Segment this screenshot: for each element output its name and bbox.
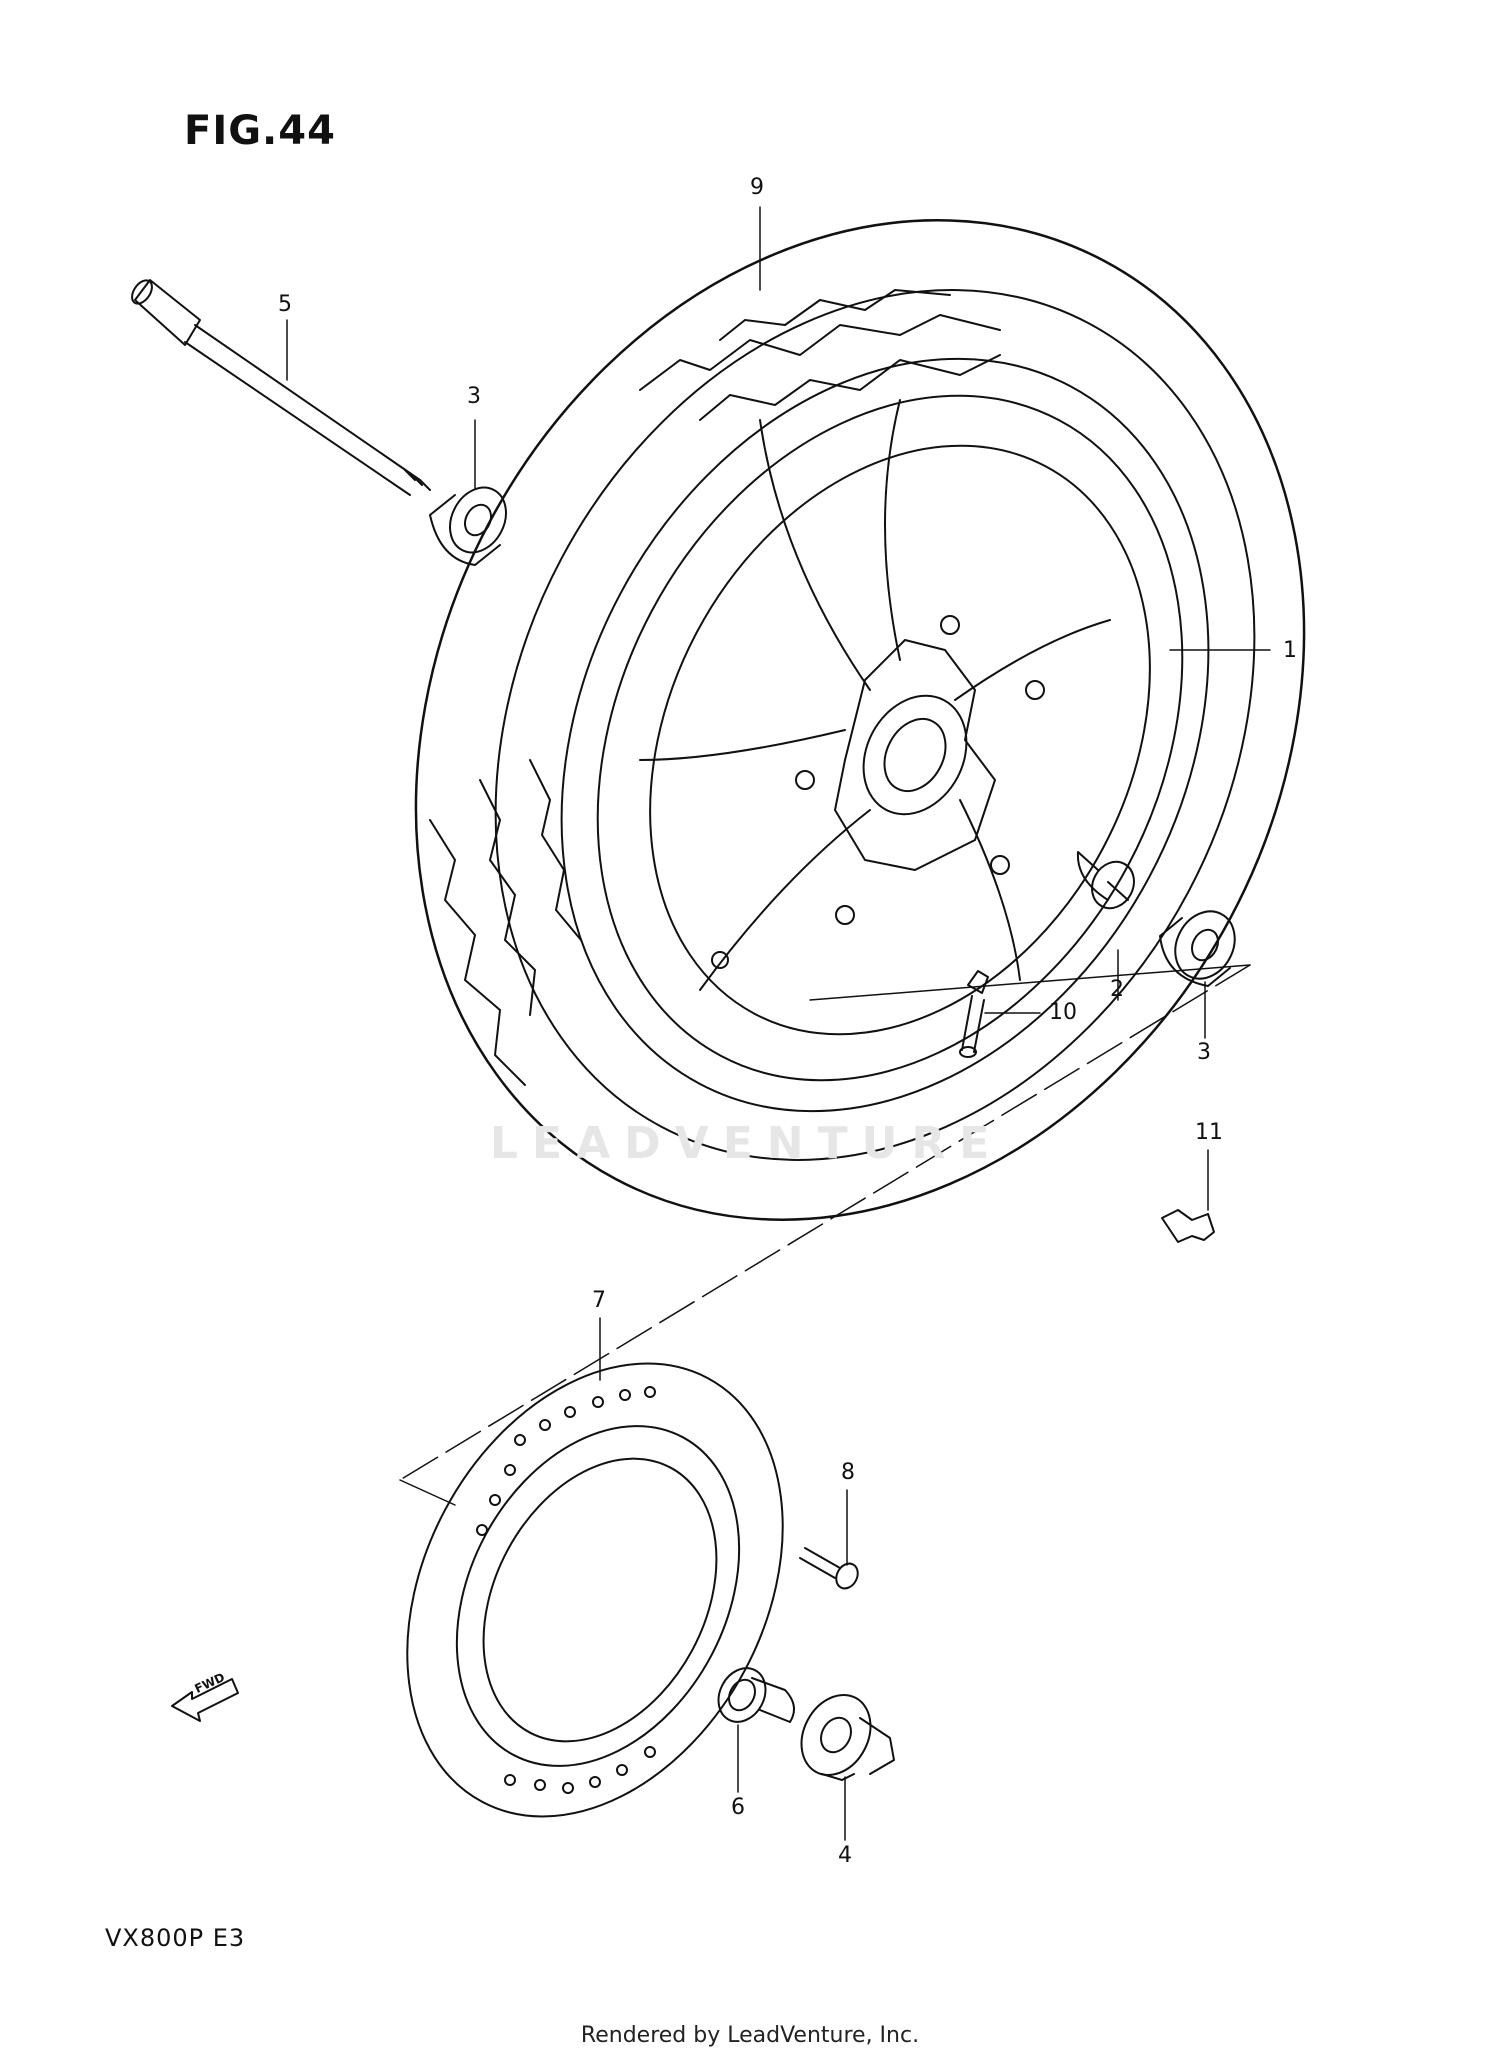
callout-2: 2 bbox=[1110, 977, 1124, 1002]
callout-8: 8 bbox=[841, 1460, 855, 1485]
forward-arrow-icon bbox=[171, 1678, 239, 1722]
valve-drawing bbox=[959, 970, 989, 1058]
callout-1: 1 bbox=[1283, 638, 1297, 663]
callout-10: 10 bbox=[1049, 1000, 1077, 1025]
gearbox-drawing bbox=[800, 1693, 895, 1781]
bearing-upper-drawing bbox=[429, 486, 507, 566]
spacer-drawing bbox=[1076, 851, 1135, 910]
clip-drawing bbox=[1161, 1209, 1215, 1243]
callout-3-lower: 3 bbox=[1197, 1040, 1211, 1065]
footer-credit: Rendered by LeadVenture, Inc. bbox=[580, 2023, 920, 2048]
leader-lines bbox=[286, 206, 1271, 1841]
axle-drawing bbox=[131, 279, 431, 496]
callout-7: 7 bbox=[592, 1288, 606, 1313]
figure-title: FIG.44 bbox=[184, 108, 336, 154]
disc-bolt-drawing bbox=[799, 1547, 859, 1590]
watermark-text: LEADVENTURE bbox=[490, 1118, 1004, 1169]
callout-9: 9 bbox=[750, 175, 764, 200]
callout-5: 5 bbox=[278, 292, 292, 317]
wheel-rim-drawing bbox=[560, 357, 1210, 1113]
collar-drawing bbox=[717, 1667, 795, 1723]
callout-11: 11 bbox=[1195, 1120, 1223, 1145]
callout-6: 6 bbox=[731, 1795, 745, 1820]
tire-drawing bbox=[414, 219, 1306, 1221]
callout-4: 4 bbox=[838, 1843, 852, 1868]
callout-3-upper: 3 bbox=[467, 384, 481, 409]
assembly-guide-lines bbox=[399, 964, 1251, 1506]
bearing-lower-drawing bbox=[1159, 910, 1236, 987]
brake-disc-drawing bbox=[406, 1362, 784, 1818]
model-code: VX800P E3 bbox=[105, 1924, 246, 1952]
